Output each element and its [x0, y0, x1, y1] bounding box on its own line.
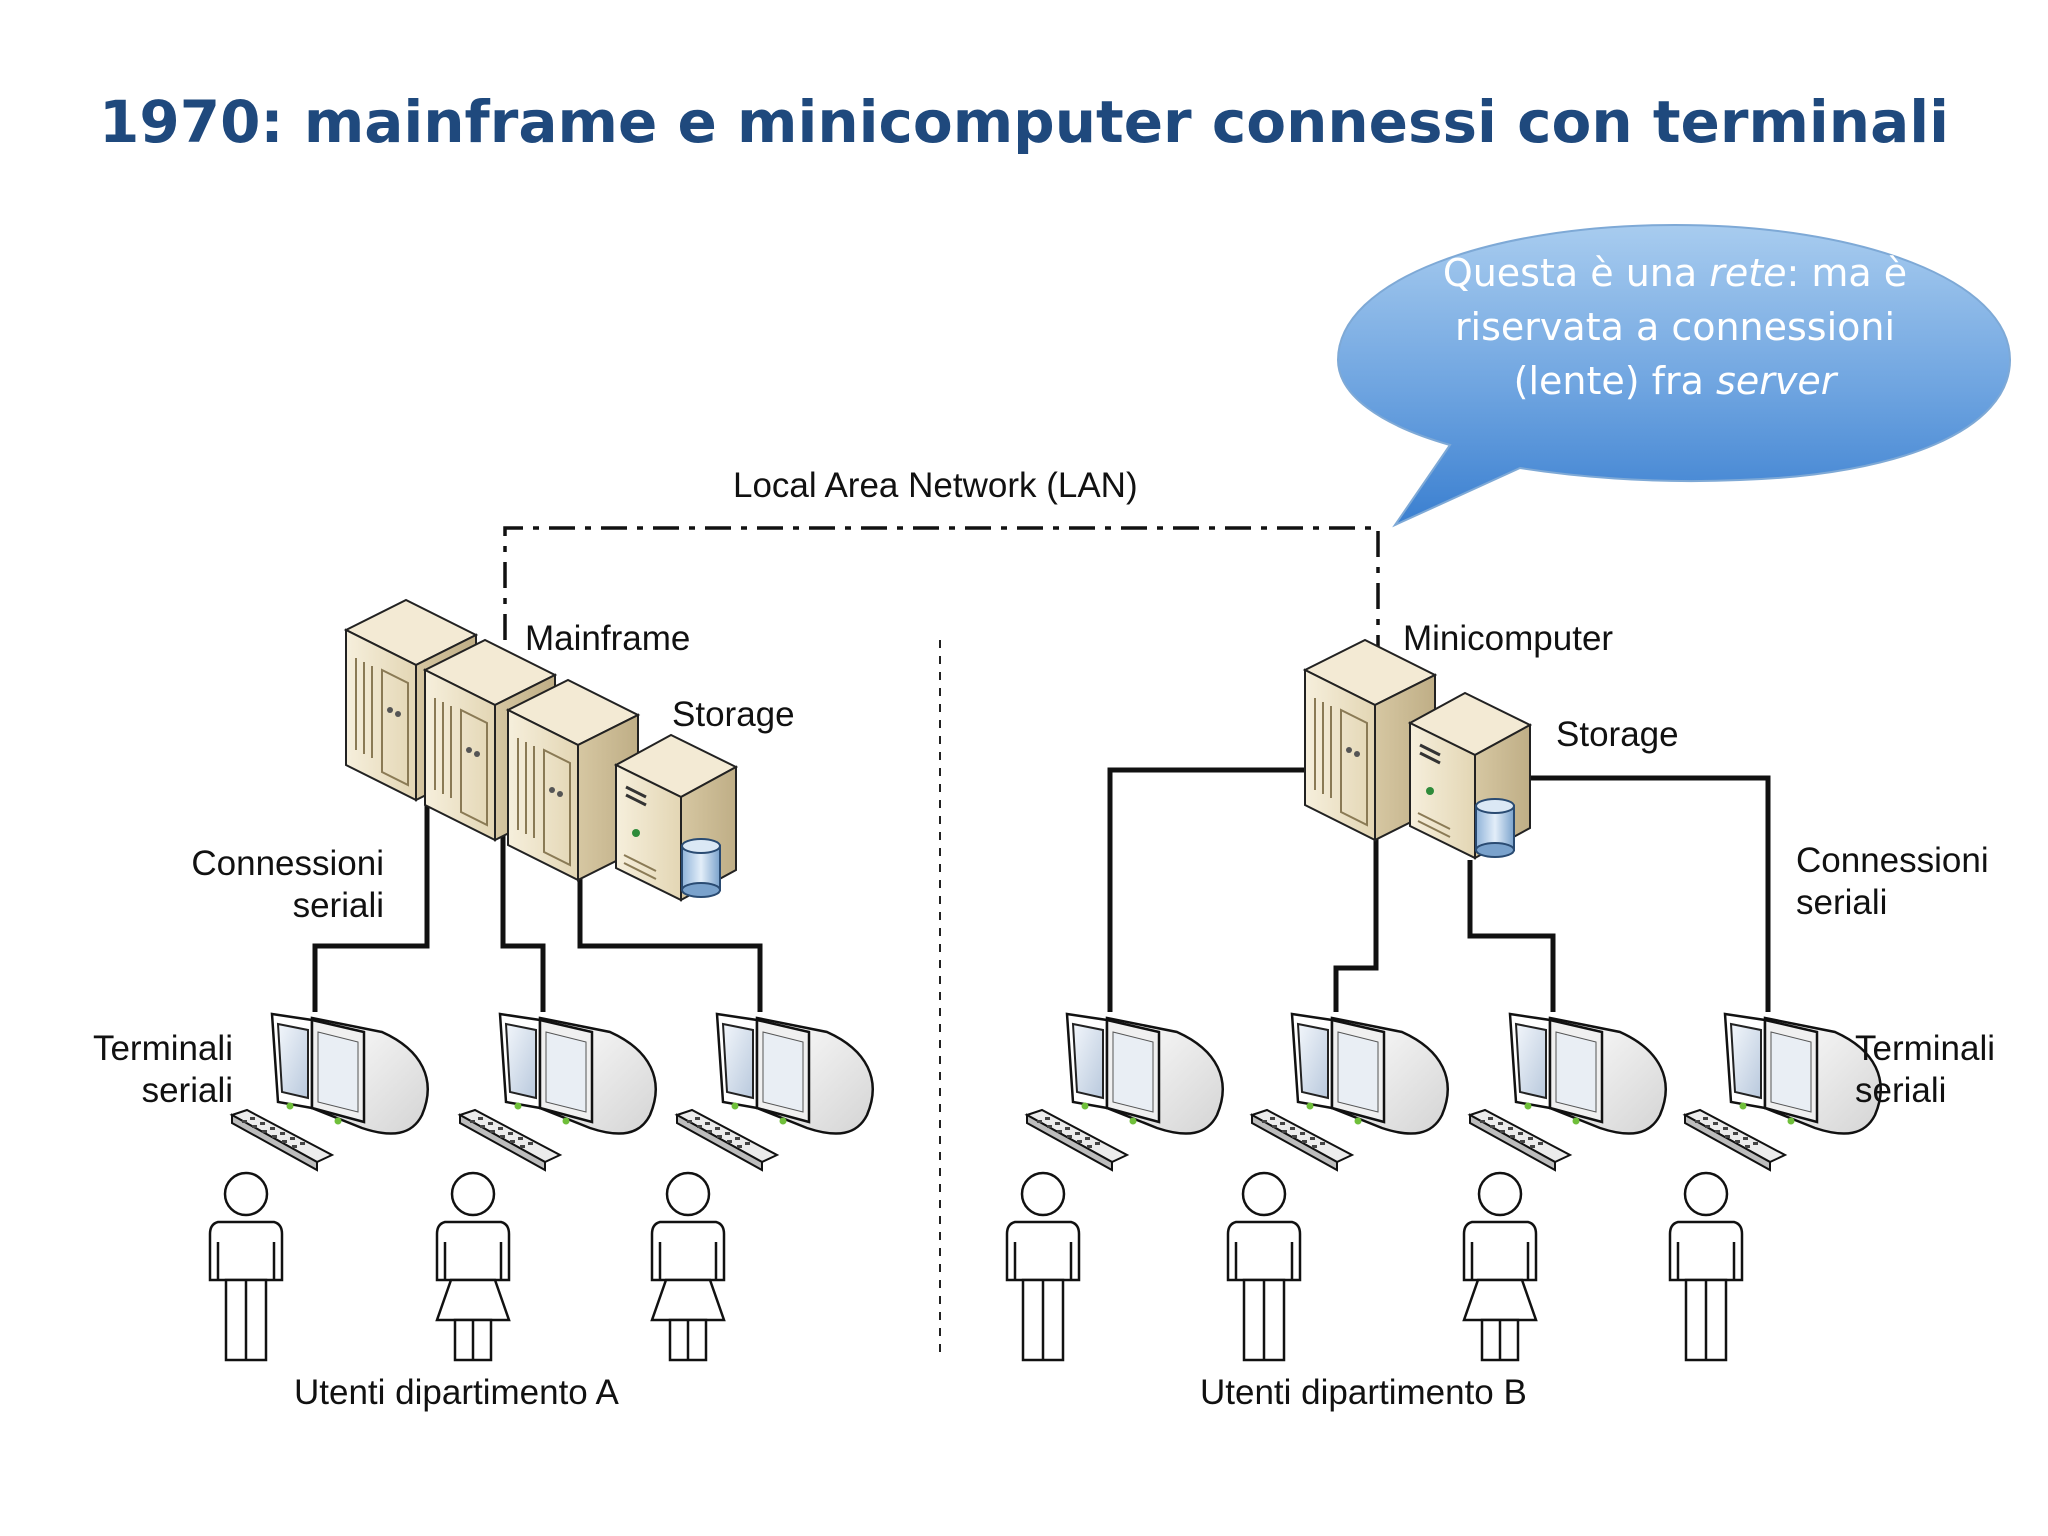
- serial-connections-a: [312, 790, 763, 1012]
- terminal-icon: [1683, 1012, 1882, 1172]
- users-a: [208, 1171, 726, 1362]
- callout-emphasis-server: server: [1716, 359, 1837, 403]
- connections-label-b-line2: seriali: [1796, 883, 1888, 922]
- storage-icon-b: [1408, 691, 1532, 860]
- users-b: [1005, 1171, 1744, 1362]
- callout-bubble: [1336, 223, 2012, 528]
- slide-title: 1970: mainframe e minicomputer connessi …: [99, 88, 1949, 156]
- user-male-icon: [1668, 1171, 1744, 1362]
- user-female-icon: [435, 1171, 511, 1362]
- minicomputer-label: Minicomputer: [1403, 619, 1614, 658]
- connections-label-a-line1: Connessioni: [191, 844, 384, 883]
- lan-connection: [503, 526, 1380, 650]
- user-male-icon: [208, 1171, 284, 1362]
- user-female-icon: [1462, 1171, 1538, 1362]
- storage-icon-a: [614, 733, 738, 902]
- terminals-label-a-line1: Terminali: [92, 1029, 233, 1068]
- terminal-icon: [675, 1012, 874, 1172]
- storage-label-b: Storage: [1556, 715, 1679, 754]
- users-label-a: Utenti dipartimento A: [294, 1373, 619, 1412]
- serial-connections-b: [1107, 767, 1771, 1012]
- user-female-icon: [650, 1171, 726, 1362]
- terminals-label-b-line2: seriali: [1855, 1071, 1947, 1110]
- connections-label-b-line1: Connessioni: [1796, 841, 1989, 880]
- connections-label-a: Connessioni seriali: [160, 843, 384, 927]
- terminal-icon: [1468, 1012, 1667, 1172]
- terminals-b: [1025, 1012, 1882, 1172]
- callout-text: Questa è una rete: ma è riservata a conn…: [1430, 246, 1920, 408]
- terminals-label-a-line2: seriali: [141, 1071, 233, 1110]
- mainframe-label: Mainframe: [525, 619, 691, 658]
- callout-emphasis: rete: [1709, 251, 1787, 295]
- callout-text-part1: Questa è una: [1442, 251, 1710, 295]
- terminals-label-b-line1: Terminali: [1855, 1029, 1996, 1068]
- terminals-label-b: Terminali seriali: [1855, 1028, 1995, 1112]
- terminal-icon: [230, 1012, 429, 1172]
- terminals-a: [230, 1012, 874, 1172]
- lan-label: Local Area Network (LAN): [733, 466, 1138, 505]
- terminals-label-a: Terminali seriali: [50, 1028, 233, 1112]
- users-label-b: Utenti dipartimento B: [1200, 1373, 1527, 1412]
- callout-text-part2: : ma è riservata a connessioni (lente) f…: [1454, 251, 1908, 403]
- terminal-icon: [1025, 1012, 1224, 1172]
- terminal-icon: [1250, 1012, 1449, 1172]
- storage-label-a: Storage: [672, 695, 795, 734]
- user-male-icon: [1226, 1171, 1302, 1362]
- connections-label-b: Connessioni seriali: [1796, 840, 1989, 924]
- connections-label-a-line2: seriali: [292, 886, 384, 925]
- terminal-icon: [458, 1012, 657, 1172]
- user-male-icon: [1005, 1171, 1081, 1362]
